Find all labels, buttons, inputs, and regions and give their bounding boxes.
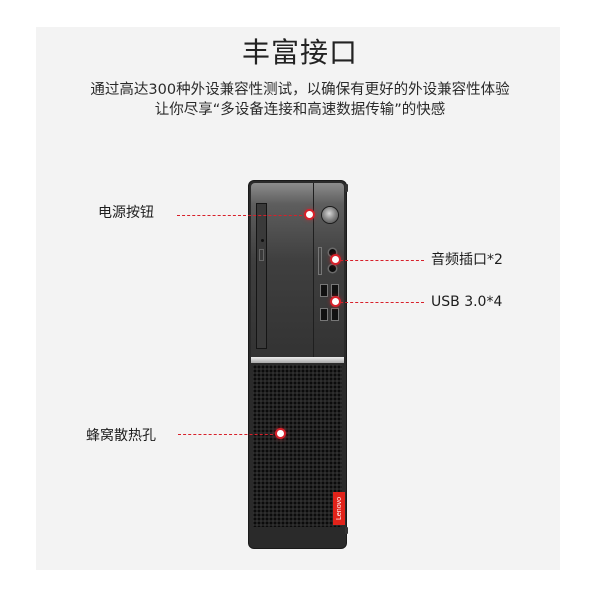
side-nub-top bbox=[345, 184, 348, 192]
side-nub-bottom bbox=[345, 527, 348, 534]
callout-line bbox=[340, 302, 424, 303]
callout-line bbox=[340, 260, 424, 261]
usb-port-icon bbox=[332, 309, 338, 320]
drive-indicator-icon bbox=[261, 239, 264, 242]
lenovo-logo: Lenovo bbox=[333, 492, 345, 525]
optical-drive bbox=[256, 203, 267, 349]
callout-label: 蜂窝散热孔 bbox=[86, 428, 156, 444]
hotspot-dot-icon bbox=[277, 430, 284, 437]
usb-port-icon bbox=[321, 309, 327, 320]
lenovo-logo-text: Lenovo bbox=[335, 497, 343, 520]
card-reader-slot bbox=[318, 247, 322, 275]
audio-jack-icon bbox=[329, 265, 336, 272]
page-title: 丰富接口 bbox=[241, 36, 358, 69]
hotspot-dot-icon bbox=[306, 211, 313, 218]
callout-label: USB 3.0*4 bbox=[431, 294, 503, 310]
callout-label: 电源按钮 bbox=[98, 205, 154, 221]
eject-button-icon bbox=[259, 249, 264, 261]
audio-jack-icon bbox=[329, 249, 336, 256]
bezel-divider bbox=[313, 183, 314, 357]
hotspot-dot-icon bbox=[332, 256, 339, 263]
usb-port-icon bbox=[321, 285, 327, 296]
usb-port-icon bbox=[332, 285, 338, 296]
subtitle-line-1: 通过高达300种外设兼容性测试，以确保有更好的外设兼容性体验 bbox=[90, 82, 510, 98]
callout-line bbox=[177, 215, 307, 216]
power-button-icon bbox=[322, 207, 338, 223]
callout-label: 音频插口*2 bbox=[431, 252, 503, 268]
hotspot-dot-icon bbox=[332, 298, 339, 305]
silver-trim bbox=[251, 357, 344, 363]
callout-line bbox=[178, 434, 278, 435]
honeycomb-vent bbox=[253, 365, 342, 527]
subtitle-line-2: 让你尽享“多设备连接和高速数据传输”的快感 bbox=[154, 102, 446, 118]
